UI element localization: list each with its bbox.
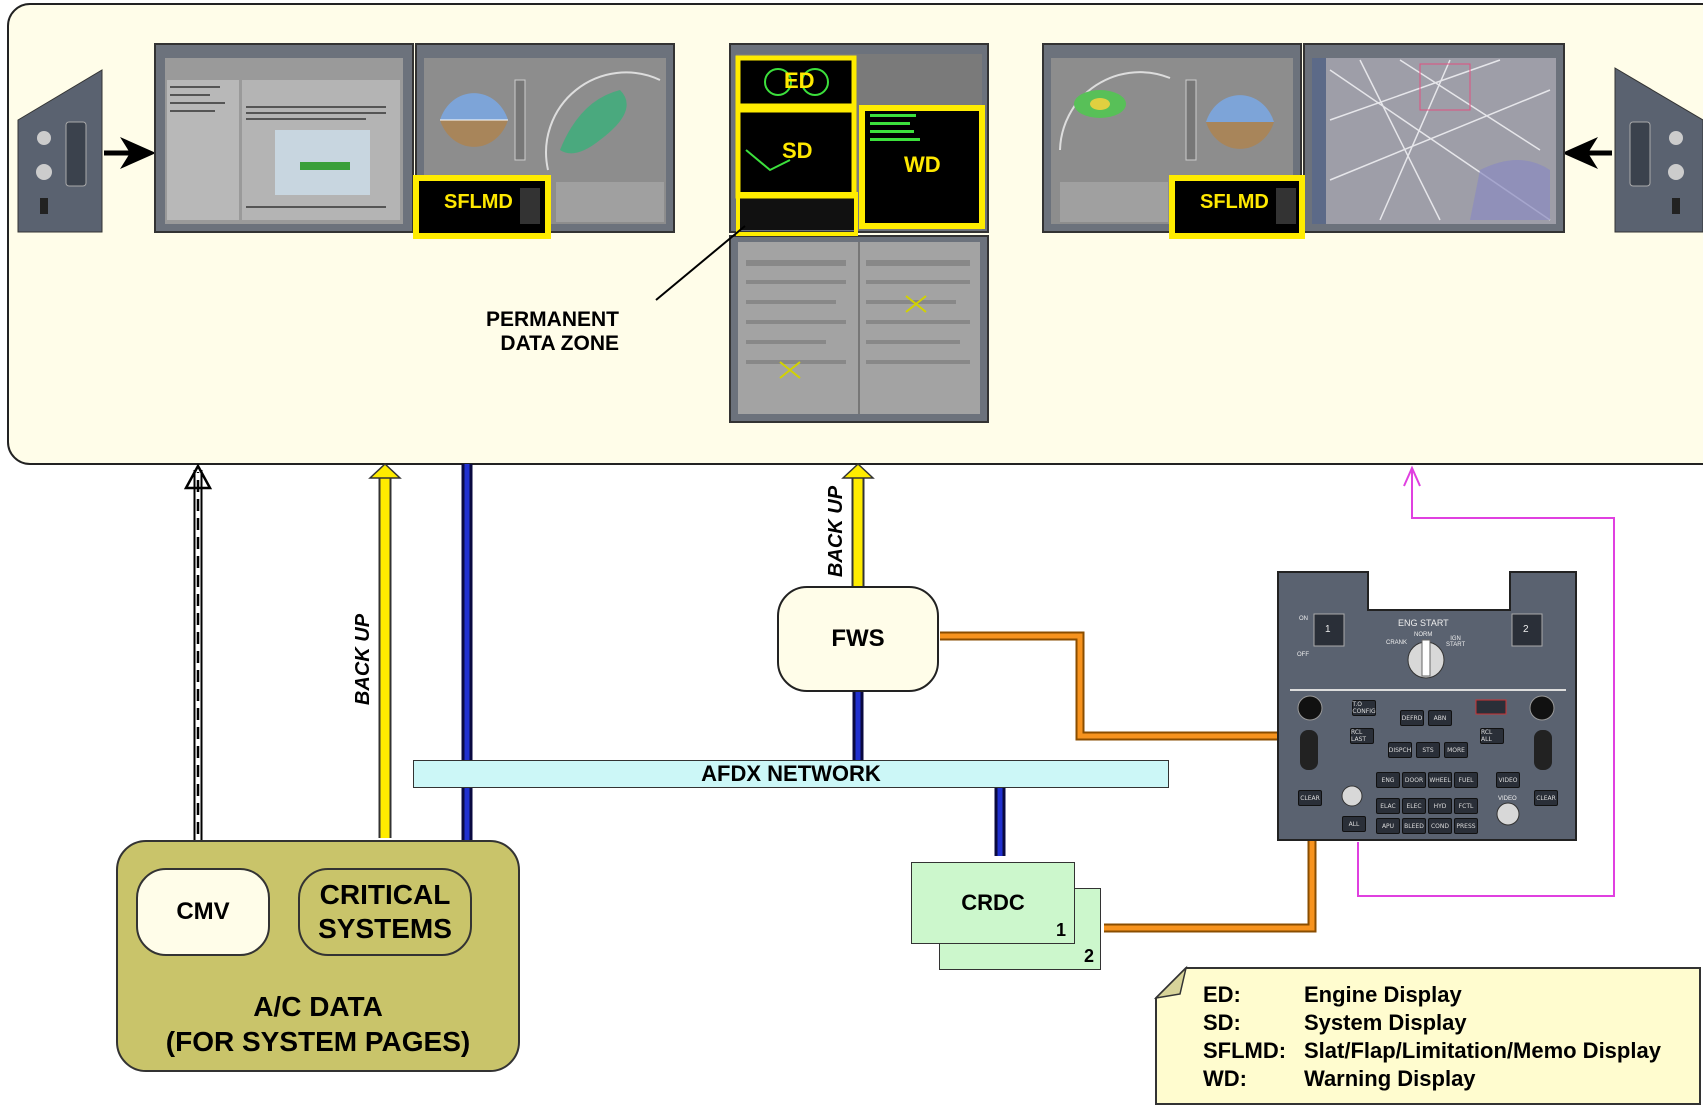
ecp-btn-all[interactable]: ALL — [1342, 816, 1366, 832]
cmv-box: CMV — [136, 868, 270, 956]
backup-left-label: BACK UP — [352, 613, 375, 706]
legend-abbr-wd: WD: — [1203, 1066, 1247, 1091]
ecp-left-check-knob — [1297, 695, 1323, 721]
ecp-off-label: OFF — [1297, 652, 1309, 658]
legend-desc-sflmd: Slat/Flap/Limitation/Memo Display — [1304, 1038, 1661, 1063]
fws-ecp-link — [940, 633, 1278, 739]
ecp-video-label: VIDEO — [1498, 796, 1517, 802]
ecp-btn-defrd[interactable]: DEFRD — [1400, 710, 1424, 726]
crdc-1-box: CRDC — [911, 862, 1075, 944]
pdz-highlight — [736, 192, 858, 236]
wd-label: WD — [904, 152, 941, 177]
ecp-crank-label: CRANK — [1386, 640, 1408, 646]
ecp-btn-to-config[interactable]: T.O CONFIG — [1352, 700, 1376, 716]
crdc-ecp-link — [1104, 840, 1315, 931]
right-side-panel — [1614, 67, 1703, 233]
sd-label: SD — [782, 138, 813, 163]
ecp-btn-elac[interactable]: ELAC — [1376, 798, 1400, 814]
ecp-btn-rcl-all[interactable]: RCL ALL — [1480, 728, 1504, 744]
ecp-btn-fuel[interactable]: FUEL — [1454, 772, 1478, 788]
legend-desc-sd: System Display — [1304, 1010, 1467, 1035]
sflmd-left-highlight — [413, 175, 551, 239]
crdc-1-number: 1 — [1056, 920, 1067, 940]
pdz-pointer-line — [655, 225, 746, 301]
backup-center-label: BACK UP — [825, 485, 848, 578]
crdc-2-number: 2 — [1084, 946, 1095, 966]
legend-abbr-sd: SD: — [1203, 1010, 1241, 1035]
ecp-on-label: ON — [1299, 616, 1308, 622]
ecp-btn-apu[interactable]: APU — [1376, 818, 1400, 834]
legend-abbr-sflmd: SFLMD: — [1203, 1038, 1287, 1063]
ecp-btn-press[interactable]: PRESS — [1454, 818, 1478, 834]
left-side-panel — [17, 69, 103, 233]
sflmd-left-label: SFLMD — [444, 191, 513, 213]
legend-desc-wd: Warning Display — [1304, 1066, 1476, 1091]
legend-abbr-ed: ED: — [1203, 982, 1241, 1007]
ecp-norm-label: NORM — [1414, 632, 1433, 638]
permanent-data-zone-label: PERMANENT DATA ZONE — [486, 308, 620, 355]
ecp-btn-wheel[interactable]: WHEEL — [1428, 772, 1452, 788]
legend-desc-ed: Engine Display — [1304, 982, 1462, 1007]
ecp-btn-cond[interactable]: COND — [1428, 818, 1452, 834]
fws-box: FWS — [777, 586, 939, 692]
afdx-network-bar: AFDX NETWORK — [413, 760, 1169, 788]
ed-highlight — [735, 55, 857, 109]
ecp-btn-elec[interactable]: ELEC — [1402, 798, 1426, 814]
ac-data-label: A/C DATA (FOR SYSTEM PAGES) — [165, 991, 471, 1057]
ecp-btn-eng[interactable]: ENG — [1376, 772, 1400, 788]
ecp-ign-start-label: IGN START — [1446, 636, 1466, 648]
ecp-eng-start-label: ENG START — [1398, 618, 1449, 628]
ecp-fire-2-label: 2 — [1523, 624, 1529, 635]
ecp-btn-bleed[interactable]: BLEED — [1402, 818, 1426, 834]
sflmd-right-label: SFLMD — [1200, 191, 1269, 213]
ecp-btn-sts[interactable]: STS — [1416, 742, 1440, 758]
ed-label: ED — [784, 68, 815, 93]
ecp-btn-abn[interactable]: ABN — [1428, 710, 1452, 726]
wd-highlight — [859, 105, 985, 229]
ecp-btn-rcl-last[interactable]: RCL LAST — [1350, 728, 1374, 744]
critical-systems-box: CRITICAL SYSTEMS — [298, 868, 472, 956]
ecp-video-link — [1357, 470, 1615, 897]
ecp-btn-dispch[interactable]: DISPCH — [1388, 742, 1412, 758]
ecp-btn-more[interactable]: MORE — [1444, 742, 1468, 758]
ecp-btn-clear-right[interactable]: CLEAR — [1534, 790, 1558, 806]
ecp-btn-door[interactable]: DOOR — [1402, 772, 1426, 788]
ecp-btn-fctl[interactable]: FCTL — [1454, 798, 1478, 814]
ecp-right-check-knob — [1529, 695, 1555, 721]
ecp-fire-1-label: 1 — [1325, 624, 1331, 635]
ecp-btn-hyd[interactable]: HYD — [1428, 798, 1452, 814]
ecp-btn-clear-left[interactable]: CLEAR — [1298, 790, 1322, 806]
ecp-btn-video[interactable]: VIDEO — [1496, 772, 1520, 788]
